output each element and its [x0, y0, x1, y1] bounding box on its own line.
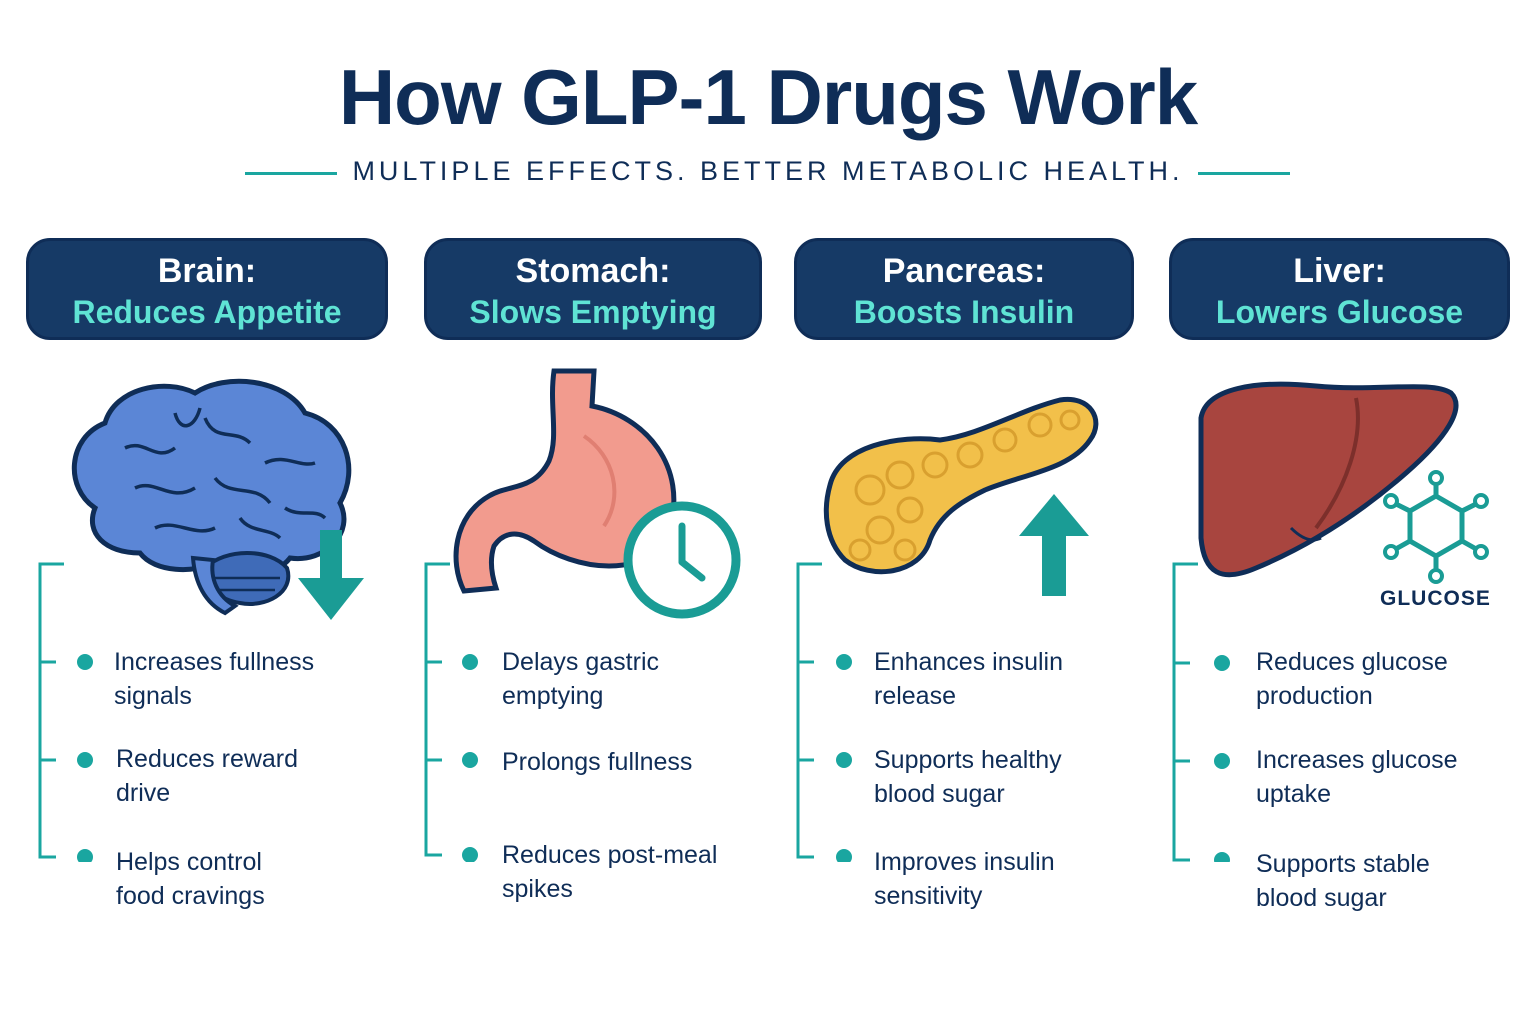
bullet-item: Supports healthy blood sugar — [874, 743, 1174, 811]
bullet-line: Increases fullness — [114, 648, 315, 676]
bullet-dot — [77, 654, 93, 670]
bullet-line: sensitivity — [874, 882, 983, 910]
brain-icon — [71, 378, 352, 616]
bullet-tree-pancreas — [796, 562, 852, 862]
card-effect-label: Slows Emptying — [469, 294, 717, 330]
bullet-item: Increases fullness signals — [114, 645, 414, 713]
card-organ-label: Brain: — [157, 252, 257, 290]
card-organ-label: Liver: — [1293, 252, 1386, 290]
liver-icon — [1198, 381, 1459, 578]
subtitle: MULTIPLE EFFECTS. BETTER METABOLIC HEALT… — [352, 156, 1184, 186]
bullet-line: Helps control — [116, 848, 262, 876]
bullet-dot — [836, 752, 852, 768]
subtitle-right-rule — [1198, 172, 1290, 175]
bullet-line: emptying — [502, 682, 604, 710]
bullet-line: blood sugar — [874, 780, 1005, 808]
bullet-item: Improves insulin sensitivity — [874, 845, 1174, 913]
card-effect-label: Lowers Glucose — [1215, 294, 1464, 330]
bullet-line: uptake — [1256, 780, 1332, 808]
bullet-line: spikes — [502, 875, 573, 903]
bullet-dot — [1214, 852, 1230, 862]
card-effect-label: Reduces Appetite — [72, 294, 342, 330]
bullet-line: Reduces post-meal — [502, 841, 718, 869]
bullet-item: Supports stable blood sugar — [1256, 847, 1536, 915]
down-arrow-icon — [298, 530, 364, 620]
card-effect-label: Boosts Insulin — [853, 294, 1075, 330]
bullet-line: blood sugar — [1256, 884, 1387, 912]
bullet-line: Prolongs fullness — [502, 748, 693, 776]
clock-icon — [623, 501, 741, 619]
bullet-line: production — [1256, 682, 1373, 710]
card-organ-label: Stomach: — [515, 252, 671, 290]
up-arrow-icon — [1019, 494, 1089, 596]
subtitle-left-rule — [245, 172, 337, 175]
pancreas-icon — [823, 396, 1099, 575]
bullet-line: Supports stable — [1256, 850, 1430, 878]
card-header-liver: Liver: Lowers Glucose — [1169, 238, 1510, 340]
bullet-dot — [77, 849, 93, 862]
bullet-line: Delays gastric — [502, 648, 659, 676]
bullet-line: Reduces reward — [116, 745, 299, 773]
card-header-brain: Brain: Reduces Appetite — [26, 238, 388, 340]
bullet-tree-brain — [38, 562, 93, 862]
bullet-line: drive — [116, 779, 171, 807]
bullet-dot — [77, 752, 93, 768]
bullet-line: Supports healthy — [874, 746, 1062, 774]
bullet-line: Increases glucose — [1256, 746, 1458, 774]
bullet-line: Reduces glucose — [1256, 648, 1448, 676]
bullet-line: release — [874, 682, 956, 710]
bullet-dot — [462, 752, 478, 768]
bullet-item: Reduces reward drive — [116, 742, 416, 810]
card-header-pancreas: Pancreas: Boosts Insulin — [794, 238, 1134, 340]
subtitle-row: MULTIPLE EFFECTS. BETTER METABOLIC HEALT… — [0, 152, 1536, 192]
card-header-stomach: Stomach: Slows Emptying — [424, 238, 762, 340]
bullet-dot — [1214, 753, 1230, 769]
bullet-item: Enhances insulin release — [874, 645, 1174, 713]
bullet-tree-stomach — [424, 562, 478, 862]
bullet-tree-liver — [1172, 562, 1230, 862]
card-organ-label: Pancreas: — [882, 252, 1046, 290]
bullet-dot — [462, 654, 478, 670]
bullet-dot — [462, 847, 478, 862]
bullet-item: Delays gastric emptying — [502, 645, 802, 713]
bullet-line: signals — [114, 682, 192, 710]
bullet-line: Improves insulin — [874, 848, 1055, 876]
bullet-item: Increases glucose uptake — [1256, 743, 1536, 811]
bullet-item: Prolongs fullness — [502, 745, 802, 779]
bullet-line: food cravings — [116, 882, 265, 910]
bullet-dot — [836, 654, 852, 670]
bullet-item: Helps control food cravings — [116, 845, 416, 913]
bullet-item: Reduces glucose production — [1256, 645, 1536, 713]
page-title: How GLP-1 Drugs Work — [338, 53, 1198, 141]
bullet-item: Reduces post-meal spikes — [502, 838, 802, 906]
bullet-dot — [836, 849, 852, 862]
bullet-line: Enhances insulin — [874, 648, 1064, 676]
glucose-molecule-icon — [1383, 470, 1489, 584]
bullet-dot — [1214, 655, 1230, 671]
glucose-label: GLUCOSE — [1380, 587, 1491, 610]
